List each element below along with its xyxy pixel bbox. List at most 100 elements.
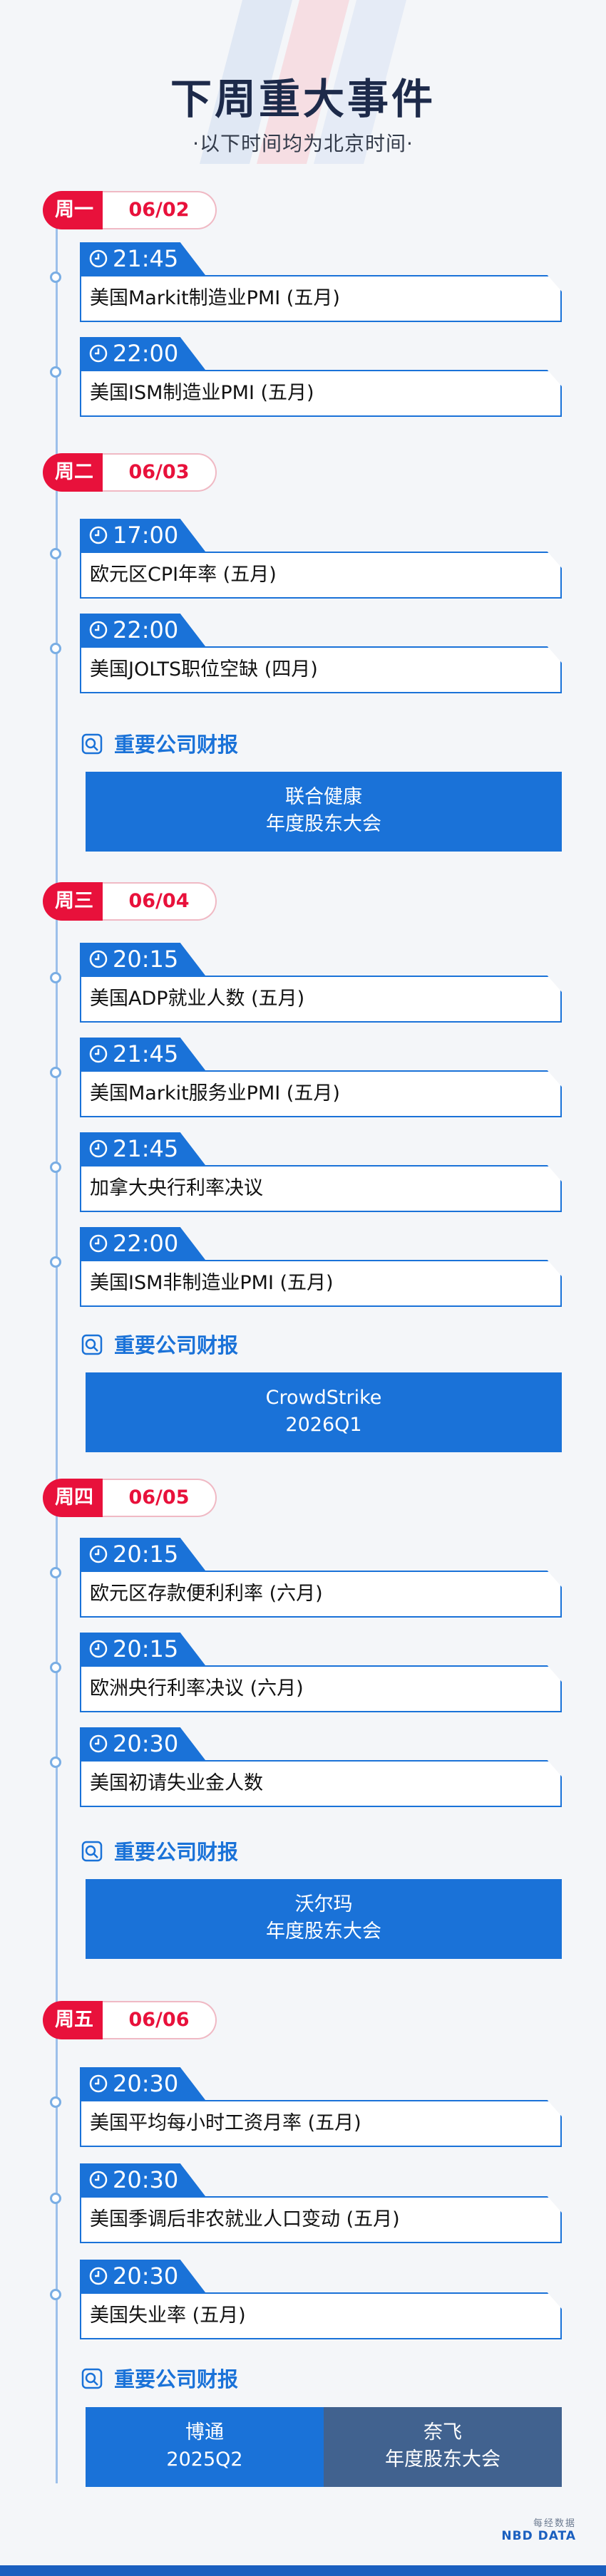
event-item: 20:15 欧洲央行利率决议 (六月)	[80, 1633, 562, 1712]
event-label: 美国失业率 (五月)	[90, 2305, 246, 2327]
event-time: 20:15	[113, 1635, 179, 1662]
page-subtitle: ·以下时间均为北京时间·	[192, 132, 414, 155]
time-tab	[80, 337, 205, 370]
event-time: 20:15	[113, 1541, 179, 1568]
timeline-dot	[50, 643, 61, 654]
brand-logo: 每经数据 NBD DATA	[501, 2515, 576, 2543]
company-name: CrowdStrike	[265, 1387, 382, 1409]
timeline-dot	[50, 1662, 61, 1673]
brand-logo-en: NBD DATA	[501, 2529, 576, 2543]
weekday-label: 周三	[43, 882, 106, 921]
timeline-dot	[50, 1567, 61, 1578]
company-detail: 年度股东大会	[266, 1920, 381, 1943]
time-tab	[80, 1727, 205, 1760]
event-box	[80, 976, 562, 1023]
time-tab	[80, 2260, 205, 2292]
event-item: 22:00 美国JOLTS职位空缺 (四月)	[80, 614, 562, 693]
clock-icon	[89, 1734, 108, 1753]
time-tab	[80, 2067, 205, 2100]
event-label: 欧元区CPI年率 (五月)	[90, 564, 277, 586]
event-label: 美国ADP就业人数 (五月)	[90, 988, 305, 1010]
timeline-dot	[50, 366, 61, 378]
time-tab	[80, 2163, 205, 2196]
event-box	[80, 1260, 562, 1307]
event-box	[80, 1760, 562, 1807]
time-tab	[80, 242, 205, 275]
time-tab	[80, 1633, 205, 1665]
event-time: 21:45	[113, 1135, 179, 1162]
earnings-heading-text: 重要公司财报	[114, 2367, 239, 2391]
earnings-heading-text: 重要公司财报	[114, 733, 239, 757]
clock-icon	[89, 1234, 108, 1253]
event-time: 20:30	[113, 2070, 179, 2097]
event-label: 美国ISM制造业PMI (五月)	[90, 382, 314, 404]
event-label: 美国季调后非农就业人口变动 (五月)	[90, 2208, 400, 2230]
event-box	[80, 1665, 562, 1712]
clock-icon	[89, 344, 108, 363]
earnings-card: 沃尔玛 年度股东大会	[86, 1879, 562, 1959]
footer-bar	[0, 2565, 606, 2576]
event-label: 美国JOLTS职位空缺 (四月)	[90, 658, 318, 681]
event-time: 21:45	[113, 245, 179, 272]
event-time: 22:00	[113, 616, 179, 643]
earnings-heading-text: 重要公司财报	[114, 1840, 239, 1864]
event-item: 21:45 美国Markit制造业PMI (五月)	[80, 242, 562, 322]
earnings-card: 奈飞 年度股东大会	[324, 2407, 562, 2487]
report-icon	[81, 1334, 103, 1355]
page-title: 下周重大事件	[170, 75, 436, 123]
event-label: 欧洲央行利率决议 (六月)	[90, 1677, 304, 1700]
report-icon	[81, 2368, 103, 2389]
event-box	[80, 1165, 562, 1212]
weekday-label: 周二	[43, 453, 106, 492]
clock-icon	[89, 2074, 108, 2093]
earnings-card: CrowdStrike 2026Q1	[86, 1372, 562, 1452]
event-item: 17:00 欧元区CPI年率 (五月)	[80, 519, 562, 599]
time-tab	[80, 519, 205, 552]
timeline-dot	[50, 2096, 61, 2108]
company-detail: 2025Q2	[166, 2448, 243, 2471]
timeline-line	[56, 214, 58, 2483]
timeline-dot	[50, 1067, 61, 1078]
date-label: 06/02	[103, 191, 217, 229]
event-time: 20:30	[113, 2166, 179, 2193]
event-box	[80, 275, 562, 322]
watermark-logo	[200, 0, 406, 164]
clock-icon	[89, 2171, 108, 2189]
event-label: 美国Markit服务业PMI (五月)	[90, 1082, 340, 1105]
event-item: 20:15 美国ADP就业人数 (五月)	[80, 943, 562, 1023]
event-box	[80, 552, 562, 599]
timeline-dot	[50, 972, 61, 983]
event-box	[80, 370, 562, 417]
clock-icon	[89, 1045, 108, 1063]
event-box	[80, 646, 562, 693]
event-item: 21:45 美国Markit服务业PMI (五月)	[80, 1038, 562, 1117]
event-item: 20:30 美国失业率 (五月)	[80, 2260, 562, 2339]
clock-icon	[89, 1139, 108, 1158]
clock-icon	[89, 249, 108, 268]
time-tab	[80, 1538, 205, 1571]
timeline-dot	[50, 2193, 61, 2204]
event-time: 22:00	[113, 340, 179, 367]
event-label: 加拿大央行利率决议	[90, 1177, 263, 1199]
weekday-label: 周五	[43, 2001, 106, 2039]
report-icon	[81, 733, 103, 755]
earnings-card: 联合健康 年度股东大会	[86, 772, 562, 852]
weekday-label: 周一	[43, 191, 106, 229]
clock-icon	[89, 2267, 108, 2285]
clock-icon	[89, 621, 108, 639]
event-item: 22:00 美国ISM非制造业PMI (五月)	[80, 1227, 562, 1307]
event-box	[80, 2292, 562, 2339]
report-icon	[81, 1841, 103, 1862]
event-item: 20:15 欧元区存款便利利率 (六月)	[80, 1538, 562, 1618]
event-box	[80, 1571, 562, 1618]
event-time: 20:15	[113, 946, 179, 973]
earnings-heading-text: 重要公司财报	[114, 1333, 239, 1357]
weekday-label: 周四	[43, 1479, 106, 1517]
timeline-dot	[50, 1162, 61, 1173]
event-label: 欧元区存款便利利率 (六月)	[90, 1583, 323, 1605]
timeline-dot	[50, 1757, 61, 1768]
company-name: 联合健康	[285, 786, 362, 808]
timeline-dot	[50, 2289, 61, 2300]
event-time: 20:30	[113, 2262, 179, 2290]
